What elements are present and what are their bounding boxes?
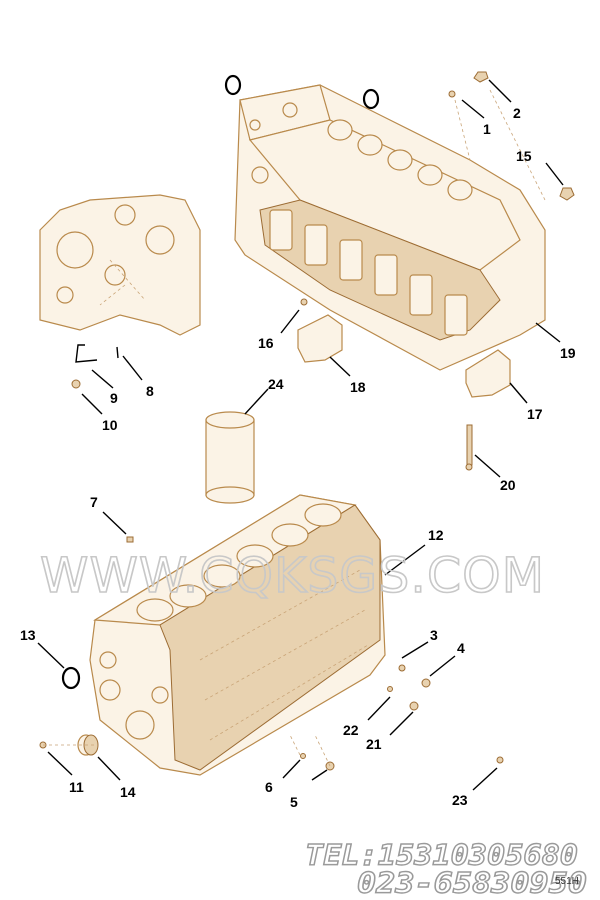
callout-1: 1 [483,121,491,137]
plug-7-icon [126,536,134,543]
bolt-20-icon [466,424,473,466]
callout-9: 9 [110,390,118,406]
callout-17: 17 [527,406,543,422]
corner-code: 551H [555,876,579,887]
callout-7: 7 [90,494,98,510]
callout-8: 8 [146,383,154,399]
plug-23-icon [496,756,504,764]
o-ring-top-right-icon [362,88,380,110]
callout-6: 6 [265,779,273,795]
callout-11: 11 [69,779,84,795]
callout-14: 14 [120,784,136,800]
lower-cylinder-block [89,494,386,776]
callout-2: 2 [513,105,521,121]
plug-4-icon [421,678,431,688]
plug-3-icon [398,664,406,672]
cylinder-liner [205,411,255,504]
callout-12: 12 [428,527,444,543]
callout-15: 15 [516,148,532,164]
callout-4: 4 [457,640,465,656]
dowel-16-icon [300,298,308,306]
plug-21-icon [409,701,419,711]
leader-lines [37,79,564,791]
plug-2-icon [473,71,489,83]
bearing-cap-17 [465,349,511,398]
callout-13: 13 [20,627,36,643]
upper-block-bearing-caps [269,209,468,336]
lower-block-cylinders [136,503,342,622]
upper-block-cylinders [327,119,473,201]
callout-23: 23 [452,792,468,808]
callout-18: 18 [350,379,366,395]
callout-19: 19 [560,345,576,361]
upper-cylinder-block [234,84,546,371]
lower-block-front-bores [99,651,169,740]
watermark: WWW.CQKSGS.COM [40,548,545,604]
plug-10-icon [71,379,81,389]
callout-10: 10 [102,417,118,433]
callout-3: 3 [430,627,438,643]
o-ring-13-icon [61,666,81,690]
pin-6-icon [300,753,306,759]
callout-5: 5 [290,794,298,810]
bearing-cap-18 [297,314,343,363]
contact-phone: TEL:15310305680 [305,839,578,872]
callout-labels: 1 2 3 4 5 6 7 8 9 10 11 12 13 14 15 16 1… [20,105,576,810]
callout-20: 20 [500,477,516,493]
callout-21: 21 [366,736,382,752]
callout-22: 22 [343,722,359,738]
pipe-9-icon [75,344,98,363]
callout-24: 24 [268,376,284,392]
contact-landline: 023-65830950 [357,867,587,900]
front-gear-housing [39,194,201,336]
o-ring-top-left-icon [224,74,242,96]
pin-8-icon [116,346,119,359]
plug-15-icon [559,187,575,201]
bolt-1-icon [448,90,456,98]
pin-22-icon [387,686,393,692]
callout-16: 16 [258,335,274,351]
